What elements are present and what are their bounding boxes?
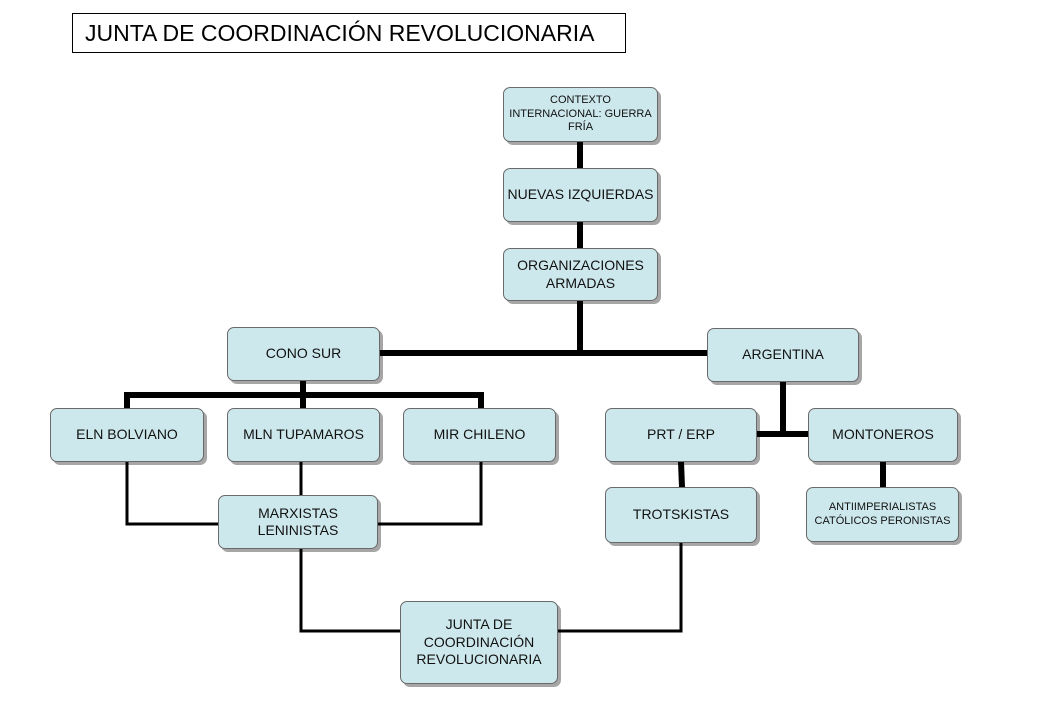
node-mln-tupamaros: MLN TUPAMAROS — [227, 408, 380, 462]
node-mir-chileno: MIR CHILENO — [403, 408, 556, 462]
node-montoneros: MONTONEROS — [808, 408, 958, 462]
node-prt-erp: PRT / ERP — [605, 408, 757, 462]
connector-eln-marxistas — [125, 460, 220, 526]
node-contexto-internacional: CONTEXTO INTERNACIONAL: GUERRA FRÍA — [503, 87, 658, 142]
connector-trotskistas-junta — [556, 541, 683, 633]
node-cono-sur: CONO SUR — [227, 327, 380, 381]
node-organizaciones-armadas: ORGANIZACIONES ARMADAS — [503, 248, 658, 301]
node-junta-coordinacion: JUNTA DE COORDINACIÓN REVOLUCIONARIA — [400, 601, 558, 684]
page-title: JUNTA DE COORDINACIÓN REVOLUCIONARIA — [72, 13, 626, 53]
node-argentina: ARGENTINA — [707, 328, 859, 382]
node-marxistas-leninistas: MARXISTAS LENINISTAS — [218, 495, 378, 549]
node-antiimperialistas: ANTIIMPERIALISTAS CATÓLICOS PERONISTAS — [806, 487, 959, 542]
node-nuevas-izquierdas: NUEVAS IZQUIERDAS — [503, 168, 658, 222]
connector-prt-trotskistas — [677, 458, 686, 491]
connector-marxistas-junta — [299, 547, 402, 633]
node-eln-boliviano: ELN BOLVIANO — [50, 408, 204, 462]
node-trotskistas: TROTSKISTAS — [605, 487, 757, 543]
connector-mir-marxistas — [376, 460, 483, 526]
